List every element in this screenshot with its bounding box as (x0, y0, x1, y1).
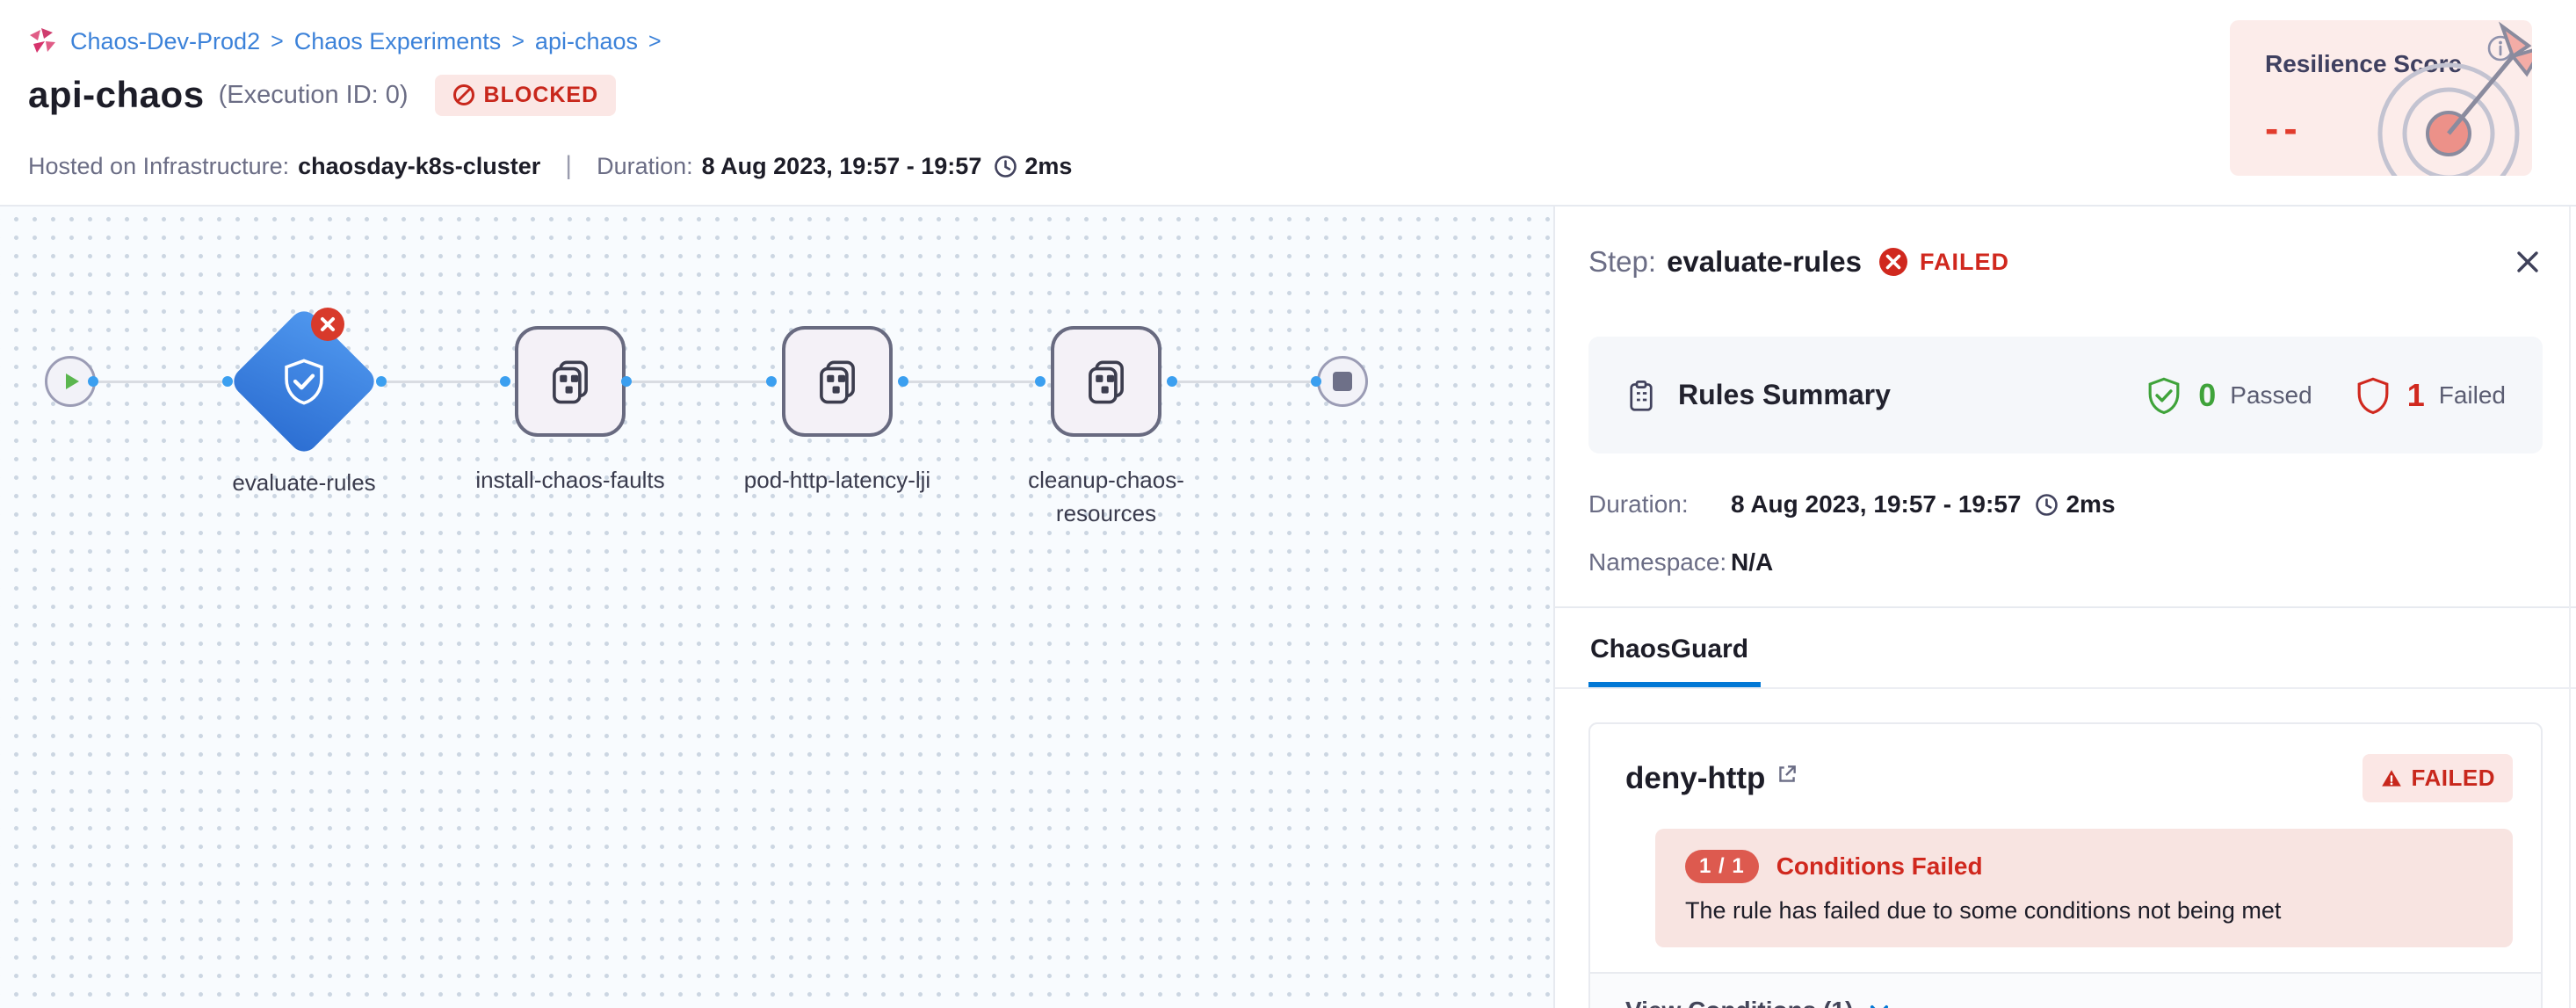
breadcrumb-separator: > (271, 28, 284, 54)
conditions-failed-message: The rule has failed due to some conditio… (1685, 897, 2282, 924)
rule-card-deny-http: deny-http FAILED (1588, 722, 2543, 1008)
clock-icon (2035, 493, 2059, 517)
breadcrumb-separator: > (648, 28, 662, 54)
page-header: Chaos-Dev-Prod2 > Chaos Experiments > ap… (0, 0, 2576, 207)
node-label: install-chaos-faults (475, 467, 665, 493)
conditions-failed-alert: 1 / 1 Conditions Failed The rule has fai… (1655, 829, 2513, 947)
breadcrumb-separator: > (511, 28, 525, 54)
clock-icon (994, 155, 1017, 178)
infra-value: chaosday-k8s-cluster (298, 152, 541, 179)
play-icon (57, 368, 83, 395)
edge-line (1172, 381, 1316, 383)
clipboard-icon (1624, 378, 1659, 413)
target-illustration (2348, 20, 2532, 176)
view-conditions-toggle[interactable]: View Conditions (1) (1590, 972, 2541, 1008)
breadcrumb-link-experiments[interactable]: Chaos Experiments (293, 27, 502, 54)
rules-summary-title: Rules Summary (1678, 379, 1891, 410)
connector-port (88, 376, 98, 387)
edge-line (381, 381, 505, 383)
connector-port (1167, 376, 1177, 387)
external-link-icon[interactable] (1776, 763, 1798, 786)
rules-summary-card: Rules Summary 0 Passed 1 Failed (1588, 337, 2543, 453)
node-install-chaos-faults[interactable] (515, 326, 626, 437)
connector-port (1035, 376, 1046, 387)
connector-port (500, 376, 510, 387)
duration-label: Duration: (1588, 490, 1689, 518)
blocked-label: BLOCKED (483, 82, 599, 107)
chevron-down-icon (1870, 1005, 1889, 1008)
failed-label: Failed (2438, 381, 2506, 409)
close-icon[interactable] (2513, 247, 2543, 277)
passed-label: Passed (2230, 381, 2312, 409)
connector-port (376, 376, 387, 387)
node-cleanup-chaos-resources[interactable] (1051, 326, 1161, 437)
divider (1555, 606, 2576, 608)
execution-id: (Execution ID: 0) (218, 80, 409, 109)
chaos-module-icon (26, 25, 60, 58)
rule-status-badge: FAILED (2362, 754, 2513, 802)
panel-scrollbar[interactable] (2569, 207, 2571, 1008)
duration-value: 8 Aug 2023, 19:57 - 19:57 (701, 152, 982, 179)
conditions-ratio-pill: 1 / 1 (1685, 850, 1759, 883)
meta-divider: | (565, 151, 573, 180)
namespace-value: N/A (1731, 548, 1774, 576)
edge-line (93, 381, 228, 383)
blocked-icon (452, 83, 475, 106)
duration-value: 8 Aug 2023, 19:57 - 19:57 (1731, 490, 2022, 518)
elapsed-value: 2ms (1024, 152, 1073, 179)
failed-status-icon (1878, 246, 1909, 278)
namespace-label: Namespace: (1588, 548, 1727, 576)
passed-count: 0 (2198, 376, 2217, 413)
elapsed-value: 2ms (2066, 490, 2116, 518)
infra-label: Hosted on Infrastructure: (28, 152, 290, 179)
conditions-failed-title: Conditions Failed (1776, 852, 1983, 880)
pipeline-end-node[interactable] (1317, 356, 1368, 407)
tab-chaosguard[interactable]: ChaosGuard (1588, 608, 1762, 687)
connector-port (1311, 376, 1321, 387)
breadcrumb-link-project[interactable]: Chaos-Dev-Prod2 (70, 27, 261, 54)
step-label: Step: (1588, 245, 1657, 278)
connector-port (766, 376, 777, 387)
shield-passed-icon (2144, 375, 2184, 416)
breadcrumb: Chaos-Dev-Prod2 > Chaos Experiments > ap… (26, 25, 662, 58)
failed-count: 1 (2406, 376, 2425, 413)
rule-status-label: FAILED (2411, 765, 2495, 791)
step-details-panel: Step: evaluate-rules FAILED (1553, 207, 2576, 1008)
step-name: evaluate-rules (1667, 245, 1863, 278)
connector-port (898, 376, 908, 387)
duration-label: Duration: (597, 152, 693, 179)
page-title: api-chaos (28, 74, 205, 115)
node-label: evaluate-rules (232, 469, 376, 496)
pipeline-canvas[interactable]: evaluate-rules install-chaos-faults pod-… (0, 207, 1553, 1008)
shield-failed-icon (2353, 375, 2393, 416)
step-faults-icon (812, 356, 863, 407)
resilience-score-value: -- (2265, 105, 2303, 151)
connector-port (621, 376, 632, 387)
stop-icon (1333, 372, 1352, 391)
tab-strip: ChaosGuard (1555, 608, 2576, 689)
rule-name: deny-http (1625, 760, 1766, 795)
connector-port (222, 376, 233, 387)
edge-line (903, 381, 1040, 383)
view-conditions-label: View Conditions (1) (1625, 997, 1853, 1008)
step-faults-icon (545, 356, 596, 407)
node-pod-http-latency[interactable] (782, 326, 893, 437)
shield-check-icon (250, 328, 358, 435)
resilience-score-title: Resilience Score (2265, 50, 2463, 77)
warning-icon (2380, 767, 2403, 790)
breadcrumb-link-api-chaos[interactable]: api-chaos (534, 27, 638, 54)
resilience-score-card: Resilience Score -- (2230, 20, 2532, 176)
status-badge-blocked: BLOCKED (434, 74, 617, 116)
failed-badge-icon (311, 308, 344, 341)
node-label: cleanup-chaos-resources (1028, 467, 1184, 526)
step-status: FAILED (1920, 248, 2010, 275)
node-label: pod-http-latency-lji (743, 467, 931, 493)
edge-line (626, 381, 771, 383)
step-faults-icon (1081, 356, 1132, 407)
